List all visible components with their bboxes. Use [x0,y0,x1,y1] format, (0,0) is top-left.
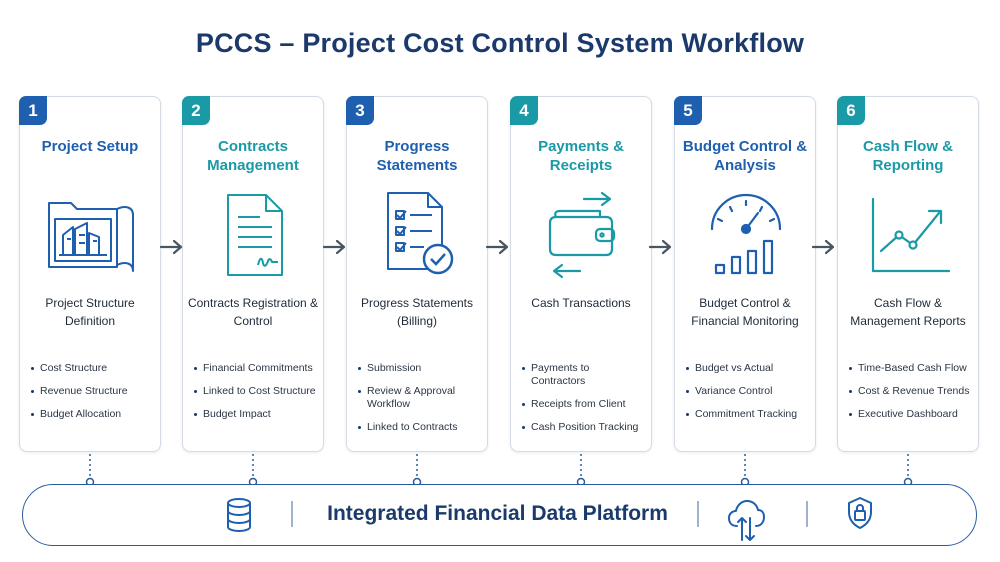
database-icon [227,498,251,533]
step-number-badge: 1 [19,96,47,125]
security-shield-icon [848,497,872,529]
list-item: Time-Based Cash Flow [849,362,972,375]
step-card-contracts-management[interactable]: 2 Contracts Management Contracts Registr… [182,96,324,452]
step-subtitle: Progress Statements (Billing) [360,296,474,328]
list-item: Payments to Contractors [522,362,645,388]
signed-contract-icon [227,194,283,276]
step-number-badge: 6 [837,96,865,125]
step-number-badge: 4 [510,96,538,125]
step-title: Contracts Management [207,138,299,174]
step-card-progress-statements[interactable]: 3 Progress Statements Progress Statement… [346,96,488,452]
flow-arrow-icon [159,239,183,255]
step-card-project-setup[interactable]: 1 Project Setup Project Structure Defini… [19,96,161,452]
list-item: Commitment Tracking [686,408,809,421]
platform-title: Integrated Financial Data Platform [327,502,668,525]
flow-arrow-icon [485,239,509,255]
list-item: Financial Commitments [194,362,317,375]
page-title: PCCS – Project Cost Control System Workf… [195,28,805,58]
step-title: Budget Control & Analysis [682,138,808,174]
list-item: Budget vs Actual [686,362,809,375]
step-card-cash-flow-reporting[interactable]: 6 Cash Flow & Reporting Cash Flow & Mana… [837,96,979,452]
flow-arrow-icon [648,239,672,255]
step-number-badge: 5 [674,96,702,125]
step-title: Progress Statements [376,138,458,174]
step-title: Payments & Receipts [538,138,624,174]
step-bullet-list: Budget vs Actual Variance Control Commit… [686,362,809,431]
flow-arrow-icon [811,239,835,255]
step-bullet-list: Payments to Contractors Receipts from Cl… [522,362,645,444]
step-card-payments-receipts[interactable]: 4 Payments & Receipts Cash Transactions … [510,96,652,452]
step-title: Cash Flow & Reporting [862,138,953,174]
step-number-badge: 2 [182,96,210,125]
gauge-bar-chart-icon [710,193,782,275]
line-chart-icon [871,197,951,273]
list-item: Budget Allocation [31,408,154,421]
list-item: Submission [358,362,481,375]
step-bullet-list: Financial Commitments Linked to Cost Str… [194,362,317,431]
wallet-transfer-icon [548,191,616,279]
cloud-sync-icon [728,500,765,541]
list-item: Cost & Revenue Trends [849,385,972,398]
step-card-budget-control[interactable]: 5 Budget Control & Analysis Budget Contr… [674,96,816,452]
list-item: Cost Structure [31,362,154,375]
step-bullet-list: Cost Structure Revenue Structure Budget … [31,362,154,431]
platform-divider [806,501,808,527]
list-item: Review & Approval Workflow [358,385,481,411]
flow-arrow-icon [322,239,346,255]
list-item: Variance Control [686,385,809,398]
step-bullet-list: Submission Review & Approval Workflow Li… [358,362,481,444]
platform-divider [291,501,293,527]
list-item: Executive Dashboard [849,408,972,421]
list-item: Budget Impact [194,408,317,421]
list-item: Cash Position Tracking [522,421,645,434]
list-item: Linked to Contracts [358,421,481,434]
platform-divider [697,501,699,527]
step-subtitle: Project Structure Definition [45,296,135,328]
blueprint-folder-icon [48,202,134,272]
checklist-document-icon [387,192,454,275]
step-subtitle: Cash Flow & Management Reports [850,296,966,328]
step-subtitle: Budget Control & Financial Monitoring [691,296,799,328]
list-item: Receipts from Client [522,398,645,411]
step-title: Project Setup [41,138,139,155]
step-number-badge: 3 [346,96,374,125]
step-subtitle: Contracts Registration & Control [187,296,319,328]
integrated-platform-bar [22,484,977,546]
list-item: Linked to Cost Structure [194,385,317,398]
platform-connectors [85,454,913,486]
list-item: Revenue Structure [31,385,154,398]
step-subtitle: Cash Transactions [531,296,631,310]
step-bullet-list: Time-Based Cash Flow Cost & Revenue Tren… [849,362,972,431]
